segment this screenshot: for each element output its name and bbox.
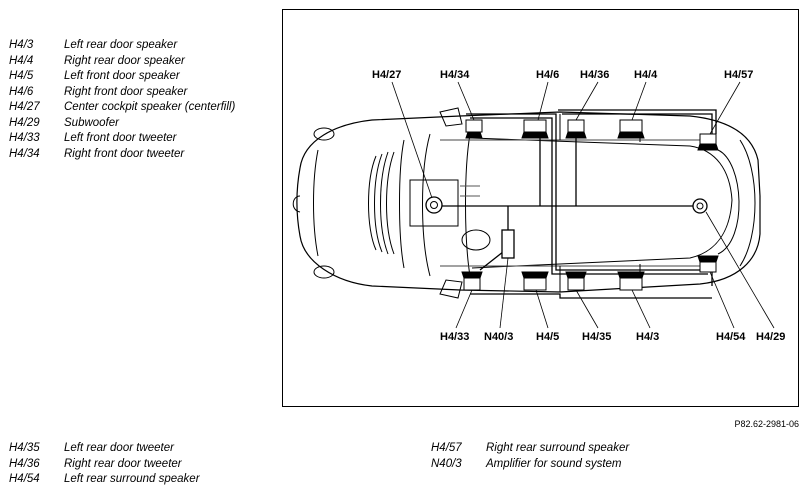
legend-desc: Left front door speaker: [64, 70, 180, 82]
amplifier: [501, 229, 515, 259]
speaker-h4-36: [565, 119, 587, 139]
speaker-h4-5: [521, 271, 549, 291]
legend-code: H4/4: [9, 54, 34, 67]
legend-desc: Subwoofer: [64, 116, 119, 129]
legend-code: H4/35: [9, 442, 40, 454]
legend-item: H4/27 Center cockpit speaker (centerfill): [9, 100, 235, 116]
legend-item: H4/57 Right rear surround speaker: [431, 441, 629, 457]
vehicle-speaker-diagram: H4/27 H4/34 H4/6 H4/36 H4/4 H4/57 H4/33 …: [292, 69, 785, 343]
legend-item: H4/6 Right front door speaker: [9, 85, 235, 101]
speaker-h4-33: [461, 271, 483, 291]
legend-code: H4/5: [9, 70, 34, 82]
speaker-h4-57: [697, 133, 719, 151]
legend-desc: Left rear surround speaker: [64, 473, 200, 485]
legend-item: H4/4 Right rear door speaker: [9, 54, 235, 70]
legend-code: H4/3: [9, 39, 34, 51]
legend-code: H4/57: [431, 442, 462, 454]
legend-item: H4/3 Left rear door speaker: [9, 38, 235, 54]
legend-item: H4/35 Left rear door tweeter: [9, 441, 200, 457]
speaker-h4-3: [617, 271, 645, 291]
callout-h4-54: H4/54: [716, 331, 746, 343]
legend-bottom-left: H4/35 Left rear door tweeter H4/36 Right r…: [9, 441, 200, 488]
speaker-h4-34: [465, 119, 483, 139]
legend-desc: Left rear door tweeter: [64, 442, 174, 454]
legend-code: H4/33: [9, 132, 40, 144]
legend-code: H4/6: [9, 85, 34, 98]
legend-code: H4/34: [9, 147, 40, 160]
callout-h4-35: H4/35: [582, 331, 611, 343]
legend-item: N40/3 Amplifier for sound system: [431, 457, 629, 473]
speaker-h4-6: [521, 119, 549, 139]
diagram-frame: H4/27 H4/34 H4/6 H4/36 H4/4 H4/57 H4/33 …: [282, 9, 799, 407]
legend-desc: Left rear door speaker: [64, 39, 178, 51]
speaker-h4-54: [697, 255, 719, 273]
callout-h4-34: H4/34: [440, 69, 470, 81]
speaker-h4-29: [692, 198, 708, 214]
legend-bottom-right: H4/57 Right rear surround speaker N40/3 Am…: [431, 441, 629, 472]
legend-desc: Right front door speaker: [64, 85, 188, 98]
callout-h4-36: H4/36: [580, 69, 609, 81]
legend-item: H4/36 Right rear door tweeter: [9, 457, 200, 473]
legend-desc: Right rear surround speaker: [486, 442, 630, 454]
legend-desc: Amplifier for sound system: [486, 457, 622, 470]
callout-h4-27: H4/27: [372, 69, 401, 81]
callout-h4-6: H4/6: [536, 69, 559, 81]
callout-h4-4: H4/4: [634, 69, 658, 81]
speaker-h4-35: [565, 271, 587, 291]
legend-item: H4/29 Subwoofer: [9, 116, 235, 132]
legend-item: H4/54 Left rear surround speaker: [9, 472, 200, 488]
speaker-h4-4: [617, 119, 645, 139]
callout-n40-3: N40/3: [484, 331, 513, 343]
legend-code: H4/27: [9, 101, 40, 113]
callout-h4-5: H4/5: [536, 331, 559, 343]
legend-desc: Left front door tweeter: [64, 132, 177, 144]
legend-code: N40/3: [431, 457, 462, 470]
legend-desc: Center cockpit speaker (centerfill): [64, 101, 236, 113]
legend-desc: Right rear door tweeter: [64, 457, 182, 470]
legend-item: H4/33 Left front door tweeter: [9, 131, 235, 147]
legend-item: H4/34 Right front door tweeter: [9, 147, 235, 163]
legend-desc: Right rear door speaker: [64, 54, 185, 67]
callout-h4-3: H4/3: [636, 331, 659, 343]
callout-h4-29: H4/29: [756, 331, 785, 343]
legend-item: H4/5 Left front door speaker: [9, 69, 235, 85]
legend-code: H4/29: [9, 116, 40, 129]
car-body: [292, 107, 761, 299]
legend-desc: Right front door tweeter: [64, 147, 185, 160]
speaker-h4-27: [425, 196, 443, 214]
figure-reference: P82.62-2981-06: [734, 419, 799, 429]
legend-code: H4/54: [9, 473, 40, 485]
callout-h4-33: H4/33: [440, 331, 469, 343]
legend-top: H4/3 Left rear door speaker H4/4 Right rea…: [9, 38, 235, 162]
callout-h4-57: H4/57: [724, 69, 753, 81]
legend-code: H4/36: [9, 457, 40, 470]
leader-lines: [391, 81, 775, 329]
